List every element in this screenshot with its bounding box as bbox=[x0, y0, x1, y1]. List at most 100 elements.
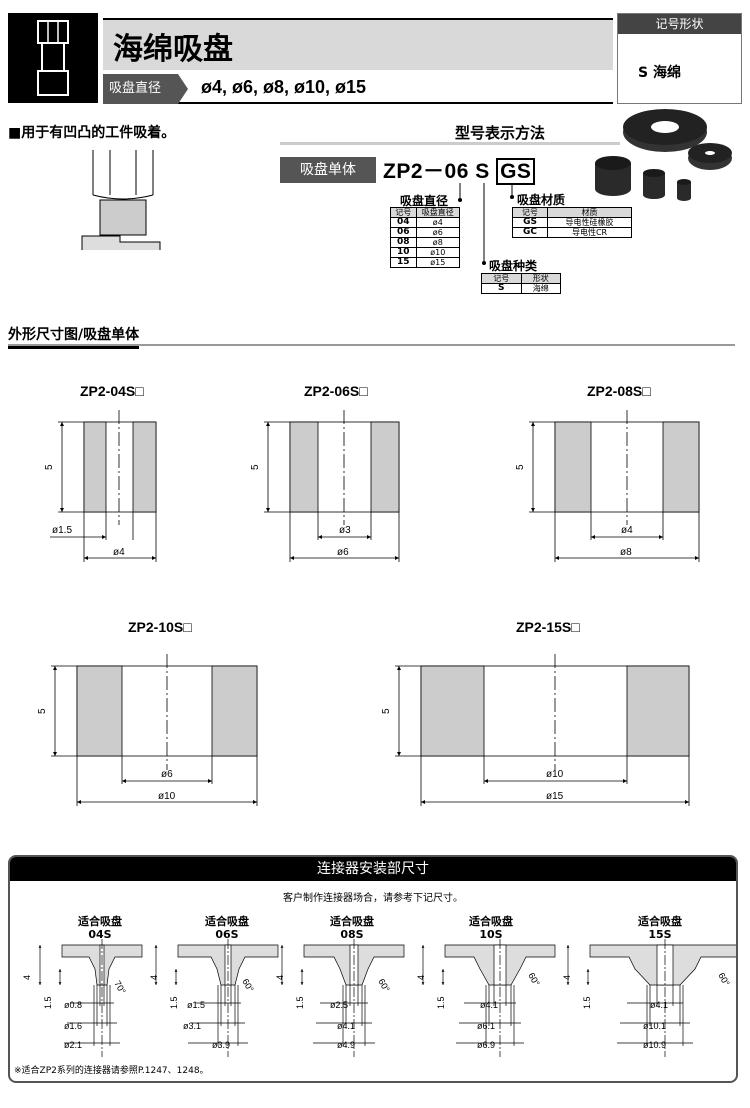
code-material: GS bbox=[496, 158, 536, 185]
model-title: 型号表示方法 bbox=[455, 124, 546, 142]
dim-inner-15: ø10 bbox=[546, 769, 564, 780]
dim-outer-06: ø6 bbox=[337, 547, 349, 558]
dim-inner-06: ø3 bbox=[339, 525, 351, 536]
conn10-d3: ø6.9 bbox=[477, 1040, 495, 1050]
conn04-d1: ø0.8 bbox=[64, 1000, 82, 1010]
dim-height-06: 5 bbox=[250, 464, 261, 470]
dim-height-15: 5 bbox=[381, 708, 392, 714]
drawing-title-15: ZP2-15S□ bbox=[516, 619, 580, 635]
conn08-h2: 1.5 bbox=[295, 996, 305, 1009]
conn04-d2: ø1.6 bbox=[64, 1021, 82, 1031]
conn06-d2: ø3.1 bbox=[183, 1021, 201, 1031]
diameter-title: 吸盘直径 bbox=[400, 194, 449, 208]
drawing-06 bbox=[264, 410, 400, 562]
connector-sketch-3 bbox=[421, 939, 556, 1057]
section-rule bbox=[8, 344, 735, 346]
code-dash: － bbox=[423, 160, 445, 183]
conn08-d3: ø4.9 bbox=[337, 1040, 355, 1050]
conn08-h1: 4 bbox=[275, 975, 285, 980]
page-title-bar: 海绵吸盘 bbox=[103, 18, 613, 70]
model-code: ZP2－06 S GS bbox=[383, 155, 536, 185]
connector-note: 客户制作连接器场合，请参考下记尺寸。 bbox=[283, 893, 463, 904]
drawing-title-08: ZP2-08S□ bbox=[587, 383, 651, 399]
code-prefix: ZP2 bbox=[383, 160, 424, 183]
conn08-angle: 60° bbox=[376, 977, 392, 994]
conn15-h2: 1.5 bbox=[582, 996, 592, 1009]
dim-height-08: 5 bbox=[515, 464, 526, 470]
product-icon bbox=[8, 13, 98, 103]
shape-box-heading: 记号形状 bbox=[618, 14, 741, 34]
connector-sketch-2 bbox=[280, 939, 405, 1057]
feature-text: ■用于有凹凸的工件吸着。 bbox=[8, 125, 176, 141]
conn15-angle: 60° bbox=[716, 971, 732, 988]
sponge-pads-photo bbox=[595, 109, 732, 201]
connector-sketch-0 bbox=[38, 939, 143, 1057]
dimension-drawings: 5 ø1.5 ø4 5 ø3 ø6 5 ø4 ø8 5 ø6 ø10 5 ø10… bbox=[37, 410, 700, 806]
drawing-title-04: ZP2-04S□ bbox=[80, 383, 144, 399]
code-diameter: 06 bbox=[444, 160, 469, 183]
connector-title: 连接器安装部尺寸 bbox=[10, 857, 736, 881]
shape-box-value: S 海绵 bbox=[638, 65, 681, 81]
shape-box: 记号形状 S 海绵 bbox=[617, 13, 742, 104]
size-label: 吸盘直径 bbox=[103, 74, 178, 104]
connector-footnote: ※适合ZP2系列的连接器请参照P.1247、1248。 bbox=[14, 1066, 209, 1076]
dim-outer-15: ø15 bbox=[546, 791, 564, 802]
type-title: 吸盘种类 bbox=[489, 259, 538, 273]
conn15-d2: ø10.1 bbox=[643, 1021, 666, 1031]
drawing-title-10: ZP2-10S□ bbox=[128, 619, 192, 635]
page-title: 海绵吸盘 bbox=[113, 32, 233, 67]
dim-inner-08: ø4 bbox=[621, 525, 633, 536]
conn10-angle: 60° bbox=[526, 971, 542, 988]
drawing-15 bbox=[395, 654, 690, 806]
connector-drawings bbox=[38, 939, 736, 1057]
conn10-h1: 4 bbox=[416, 975, 426, 980]
conn04-h2: 1.5 bbox=[43, 996, 53, 1009]
dim-height-10: 5 bbox=[37, 708, 48, 714]
model-code-label: 吸盘单体 bbox=[280, 157, 376, 183]
conn15-d3: ø10.9 bbox=[643, 1040, 666, 1050]
conn15-h1: 4 bbox=[562, 975, 572, 980]
material-title: 吸盘材质 bbox=[517, 193, 566, 207]
connector-sketch-1 bbox=[154, 939, 279, 1057]
dim-outer-04: ø4 bbox=[113, 547, 125, 558]
conn04-h1: 4 bbox=[22, 975, 32, 980]
conn10-d1: ø4.1 bbox=[480, 1000, 498, 1010]
dim-outer-10: ø10 bbox=[158, 791, 176, 802]
conn10-h2: 1.5 bbox=[436, 996, 446, 1009]
drawing-title-06: ZP2-06S□ bbox=[304, 383, 368, 399]
dim-height-04: 5 bbox=[44, 464, 55, 470]
conn04-d3: ø2.1 bbox=[64, 1040, 82, 1050]
conn08-d2: ø4.1 bbox=[337, 1021, 355, 1031]
size-list: ø4, ø6, ø8, ø10, ø15 bbox=[201, 77, 367, 97]
dim-inner-04: ø1.5 bbox=[52, 525, 72, 536]
drawing-04 bbox=[50, 410, 157, 562]
size-bar: 吸盘直径 ø4, ø6, ø8, ø10, ø15 bbox=[103, 74, 613, 104]
size-label-arrow bbox=[178, 74, 188, 104]
section-title: 外形尺寸图/吸盘单体 bbox=[8, 324, 140, 349]
conn06-d1: ø1.5 bbox=[187, 1000, 205, 1010]
connector-sketch-4 bbox=[566, 939, 736, 1057]
conn06-d3: ø3.9 bbox=[212, 1040, 230, 1050]
feature-illustration bbox=[81, 150, 161, 250]
drawing-10 bbox=[51, 654, 258, 806]
conn04-angle: 70° bbox=[112, 979, 128, 996]
conn06-angle: 60° bbox=[240, 977, 256, 994]
code-type: S bbox=[475, 160, 490, 183]
dim-outer-08: ø8 bbox=[620, 547, 632, 558]
drawing-08 bbox=[529, 410, 700, 562]
dim-inner-10: ø6 bbox=[161, 769, 173, 780]
conn08-d1: ø2.5 bbox=[330, 1000, 348, 1010]
conn15-d1: ø4.1 bbox=[650, 1000, 668, 1010]
conn06-h1: 4 bbox=[149, 975, 159, 980]
